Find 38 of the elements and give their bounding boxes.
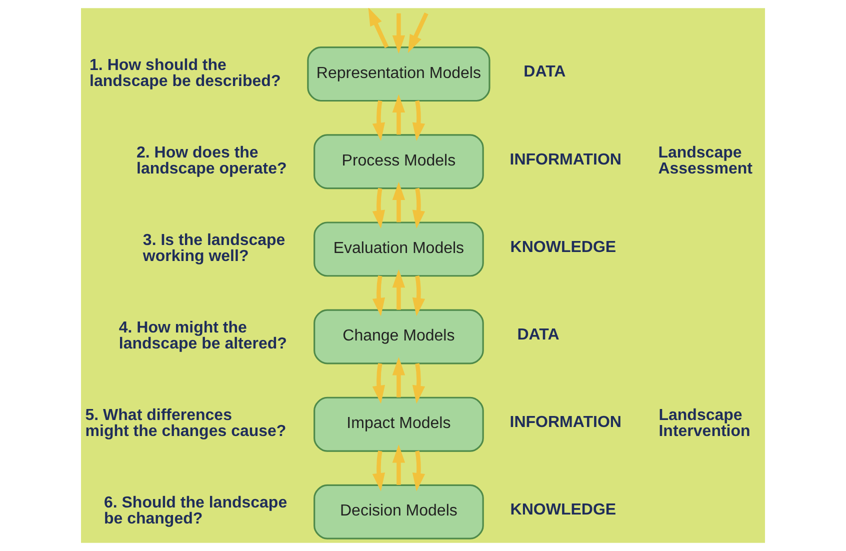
node-box: Representation Models (307, 46, 490, 102)
node-label: KNOWLEDGE (510, 502, 616, 519)
node-box: Change Models (314, 309, 484, 364)
arrow (392, 444, 406, 485)
arrow (392, 357, 406, 398)
node-label: 3. Is the landscape working well? (142, 232, 286, 265)
arrow (372, 100, 386, 142)
node-label: 4. How might the landscape be altered? (118, 319, 287, 353)
node-box: Evaluation Models (314, 222, 484, 277)
label: Landscape Assessment (658, 144, 752, 178)
node-label: 1. How should the landscape be described? (90, 56, 281, 90)
node-label: 6. Should the landscape be changed? (104, 494, 288, 528)
arrow (372, 363, 386, 404)
arrow (408, 12, 428, 54)
node-label: DATA (524, 64, 566, 81)
node-label: 5. What differences might the changes cause? (85, 407, 286, 440)
arrow (392, 182, 406, 222)
arrow (412, 100, 426, 142)
arrow (392, 94, 406, 135)
arrow (392, 13, 406, 54)
arrow (392, 269, 406, 310)
label: Landscape Intervention (658, 407, 750, 440)
arrow (372, 276, 386, 316)
arrow (412, 450, 426, 492)
node-label: KNOWLEDGE (510, 238, 616, 256)
arrow (412, 188, 426, 229)
node-box: Impact Models (314, 396, 484, 452)
arrow (372, 188, 386, 229)
arrow (372, 450, 386, 492)
node-box: Decision Models (314, 484, 484, 540)
node-label: DATA (517, 326, 560, 344)
node-label: INFORMATION (510, 414, 622, 431)
arrow (368, 8, 389, 48)
arrow (412, 363, 426, 404)
arrow (412, 276, 426, 316)
node-box: Process Models (314, 134, 484, 190)
node-label: 2. How does the landscape operate? (136, 144, 287, 178)
node-label: INFORMATION (510, 151, 622, 168)
